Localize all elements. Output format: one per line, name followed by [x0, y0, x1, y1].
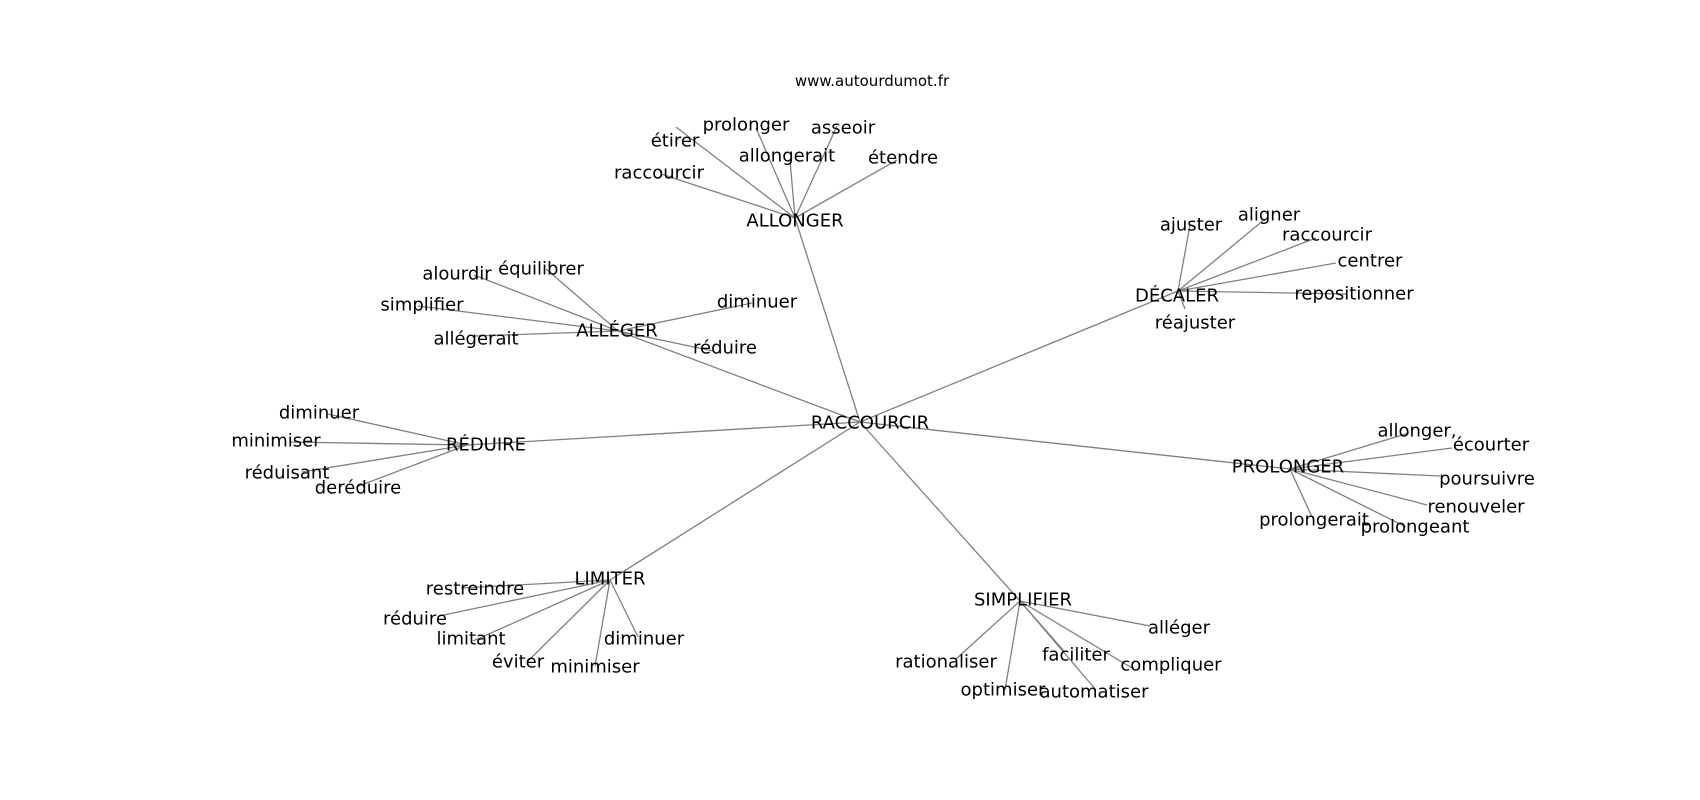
leaf-node-prolonger-prolongerait: prolongerait — [1259, 510, 1369, 531]
edge-alleger-reduire — [617, 330, 714, 352]
group-node-alleger: ALLÉGER — [576, 320, 658, 342]
edge-allonger-allongerait — [789, 159, 796, 219]
edge-decaler-reajuster — [1177, 290, 1186, 310]
edge-reduire-diminuer — [327, 413, 468, 446]
leaf-node-decaler-centrer: centrer — [1338, 251, 1404, 272]
leaf-node-limiter-minimiser: minimiser — [550, 657, 640, 678]
group-node-reduire: RÉDUIRE — [446, 434, 526, 456]
edge-alleger-alourdir — [473, 274, 619, 332]
edge-allonger-prolonger — [755, 127, 796, 219]
leaf-node-prolonger-renouveler: renouveler — [1427, 497, 1525, 518]
leaf-node-decaler-raccourcir: raccourcir — [1282, 225, 1373, 246]
edge-simplifier-optimiser — [1004, 600, 1021, 691]
edge-alleger-diminuer — [617, 302, 753, 332]
edge-center-reduire — [466, 421, 861, 446]
leaf-node-allonger-prolonger: prolonger — [703, 115, 790, 136]
leaf-node-limiter-diminuer: diminuer — [604, 629, 685, 650]
edge-limiter-restreindre — [460, 579, 611, 589]
leaf-node-allonger-asseoir: asseoir — [811, 118, 876, 139]
leaf-node-allonger-allongerait: allongerait — [739, 146, 835, 167]
edge-limiter-reduire — [438, 579, 611, 617]
leaf-node-alleger-diminuer: diminuer — [717, 292, 798, 313]
edge-alleger-allegerait — [474, 330, 619, 337]
edge-center-alleger — [617, 330, 861, 423]
edges — [289, 125, 1453, 691]
leaf-node-reduire-reduisant: réduisant — [245, 463, 330, 484]
leaf-node-prolonger-allonger: allonger, — [1377, 421, 1456, 442]
edge-prolonger-allonger — [1289, 432, 1410, 470]
leaf-node-reduire-diminuer: diminuer — [279, 403, 360, 424]
group-node-limiter: LIMITER — [574, 569, 645, 590]
edge-simplifier-rationaliser — [955, 600, 1021, 660]
edge-prolonger-prolongeant — [1289, 468, 1407, 528]
edge-limiter-eviter — [527, 579, 611, 662]
edge-reduire-reduisant — [301, 444, 468, 473]
leaf-node-prolonger-prolongeant: prolongeant — [1361, 517, 1470, 538]
edge-allonger-raccourcir — [660, 173, 796, 219]
leaf-node-alleger-equilibrer: équilibrer — [498, 259, 584, 280]
edge-center-simplifier — [859, 421, 1021, 602]
leaf-node-simplifier-rationaliser: rationaliser — [895, 652, 997, 673]
leaf-node-limiter-limitant: limitant — [436, 629, 505, 650]
leaf-node-decaler-ajuster: ajuster — [1160, 215, 1223, 236]
leaf-node-reduire-dereduire: deréduire — [315, 478, 402, 499]
edge-alleger-equilibrer — [545, 268, 619, 332]
edge-simplifier-compliquer — [1019, 600, 1133, 669]
leaf-node-simplifier-alleger: alléger — [1148, 618, 1211, 639]
edge-decaler-aligner — [1177, 218, 1266, 292]
group-node-allonger: ALLONGER — [746, 211, 843, 232]
edge-reduire-minimiser — [289, 441, 468, 446]
edge-center-limiter — [609, 421, 861, 581]
leaf-node-simplifier-faciliter: faciliter — [1042, 645, 1110, 666]
leaf-node-allonger-etendre: étendre — [868, 148, 938, 169]
edge-decaler-ajuster — [1177, 224, 1191, 292]
edge-center-decaler — [859, 290, 1179, 423]
edge-prolonger-poursuivre — [1289, 468, 1441, 477]
group-node-simplifier: SIMPLIFIER — [974, 590, 1072, 611]
leaf-node-limiter-reduire: réduire — [383, 609, 447, 630]
edge-center-allonger — [794, 217, 861, 423]
edge-prolonger-renouveler — [1289, 468, 1428, 506]
leaf-node-prolonger-ecourter: écourter — [1453, 435, 1530, 456]
leaf-node-allonger-raccourcir: raccourcir — [614, 163, 705, 184]
leaf-node-prolonger-poursuivre: poursuivre — [1439, 469, 1535, 490]
edge-allonger-etirer — [675, 126, 796, 219]
leaf-node-decaler-repositionner: repositionner — [1294, 284, 1414, 305]
leaf-node-allonger-etirer: étirer — [651, 131, 700, 152]
leaf-node-limiter-eviter: éviter — [492, 652, 545, 673]
leaf-node-decaler-aligner: aligner — [1238, 205, 1301, 226]
edge-center-prolonger — [859, 421, 1291, 470]
edge-allonger-etendre — [794, 159, 898, 219]
leaf-node-simplifier-compliquer: compliquer — [1120, 655, 1222, 676]
leaf-node-alleger-reduire: réduire — [693, 338, 757, 359]
leaf-node-alleger-simplifier: simplifier — [380, 295, 464, 316]
center-node-raccourcir: RACCOURCIR — [811, 413, 929, 434]
edge-limiter-limitant — [472, 579, 611, 642]
edge-limiter-diminuer — [609, 579, 639, 638]
site-credit: www.autourdumot.fr — [794, 72, 950, 90]
edge-simplifier-automatiser — [1019, 600, 1097, 691]
edge-decaler-repositionner — [1177, 290, 1347, 295]
leaf-node-alleger-alourdir: alourdir — [422, 264, 492, 285]
leaf-node-alleger-allegerait: allégerait — [433, 329, 518, 350]
edge-prolonger-prolongerait — [1289, 468, 1313, 518]
leaf-node-simplifier-optimiser: optimiser — [961, 680, 1046, 701]
leaf-node-simplifier-automatiser: automatiser — [1040, 682, 1150, 703]
edge-limiter-minimiser — [594, 579, 611, 667]
edge-reduire-dereduire — [355, 444, 468, 488]
leaf-node-limiter-restreindre: restreindre — [426, 579, 525, 600]
group-node-prolonger: PROLONGER — [1232, 457, 1344, 478]
edge-prolonger-ecourter — [1289, 447, 1453, 470]
group-node-decaler: DÉCALER — [1135, 285, 1219, 307]
edge-decaler-raccourcir — [1177, 237, 1317, 292]
edge-alleger-simplifier — [417, 305, 619, 332]
leaf-node-decaler-reajuster: réajuster — [1155, 313, 1236, 334]
edge-allonger-asseoir — [794, 125, 838, 219]
edge-decaler-centrer — [1177, 262, 1337, 292]
leaf-node-reduire-minimiser: minimiser — [231, 431, 321, 452]
edge-simplifier-alleger — [1019, 600, 1151, 627]
